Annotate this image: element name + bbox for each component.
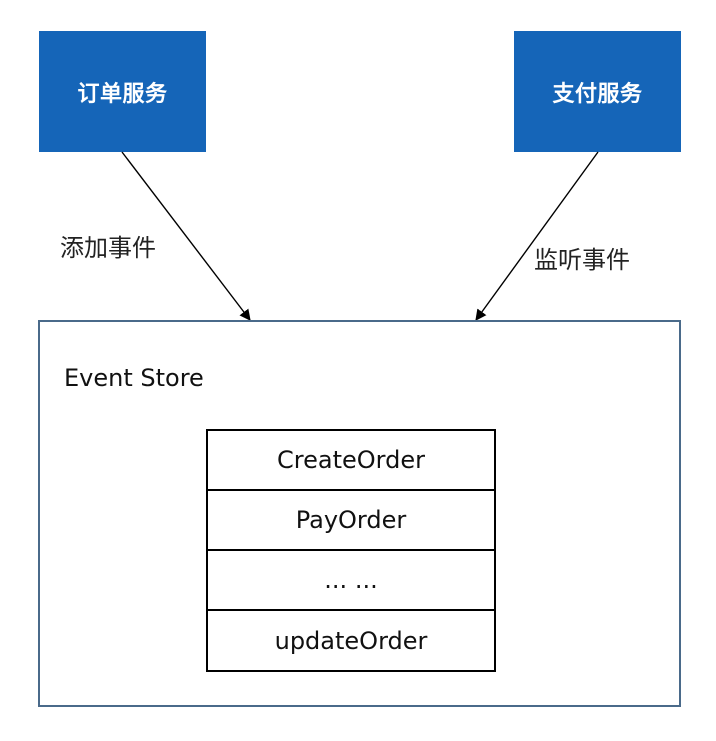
event-row-update-order: updateOrder [274, 626, 428, 655]
event-store-title: Event Store [64, 364, 204, 392]
order-service-label: 订单服务 [77, 81, 168, 107]
payment-service-label: 支付服务 [552, 81, 643, 107]
event-row-pay-order: PayOrder [208, 491, 494, 551]
event-list: CreateOrder PayOrder ... ... updateOrder [206, 429, 496, 672]
add-event-label: 添加事件 [60, 234, 156, 262]
event-row-ellipsis: ... ... [208, 551, 494, 611]
event-store-container: Event Store CreateOrder PayOrder ... ...… [38, 320, 681, 707]
payment-service-box: 支付服务 [514, 31, 681, 152]
event-row-create-order: CreateOrder [208, 431, 494, 491]
listen-event-label: 监听事件 [534, 246, 630, 274]
listen-event-arrow [475, 151, 599, 321]
order-service-box: 订单服务 [39, 31, 206, 152]
